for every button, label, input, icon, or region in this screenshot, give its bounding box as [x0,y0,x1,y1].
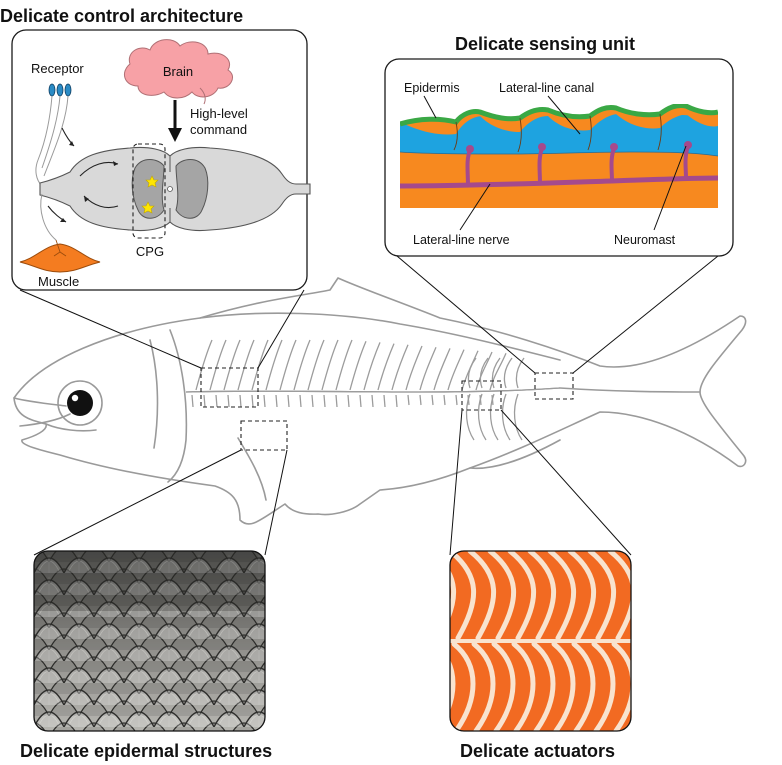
receptor-cells-icon [35,83,72,187]
actuator-region-box [461,380,502,411]
nerve-label: Lateral-line nerve [413,233,510,247]
brain-label: Brain [163,64,193,79]
control-region-box [200,367,259,408]
scales-photo-icon [33,550,266,732]
epidermis-label: Epidermis [404,81,460,95]
actuators-title: Delicate actuators [460,741,615,761]
control-panel-title: Delicate control architecture [0,6,243,26]
lateral-line-cross-section [400,104,718,208]
sensing-panel-title: Delicate sensing unit [455,34,635,54]
epidermis-region-box [240,420,288,451]
cpg-label: CPG [136,244,164,259]
command-label-line2: command [190,122,247,137]
muscle-icon [19,239,101,273]
epidermal-title: Delicate epidermal structures [20,741,272,761]
fish-eye-icon [57,380,103,426]
fish-skeleton-icon [13,277,747,525]
command-label-line1: High-level [190,106,248,121]
receptor-label: Receptor [31,61,84,76]
muscle-label: Muscle [38,274,79,289]
sensing-region-box [534,372,574,400]
spinal-cord-icon [39,146,311,232]
muscle-tissue-photo-icon [449,550,632,732]
canal-label: Lateral-line canal [499,81,594,95]
neuromast-label: Neuromast [614,233,676,247]
brain-icon [123,39,233,105]
